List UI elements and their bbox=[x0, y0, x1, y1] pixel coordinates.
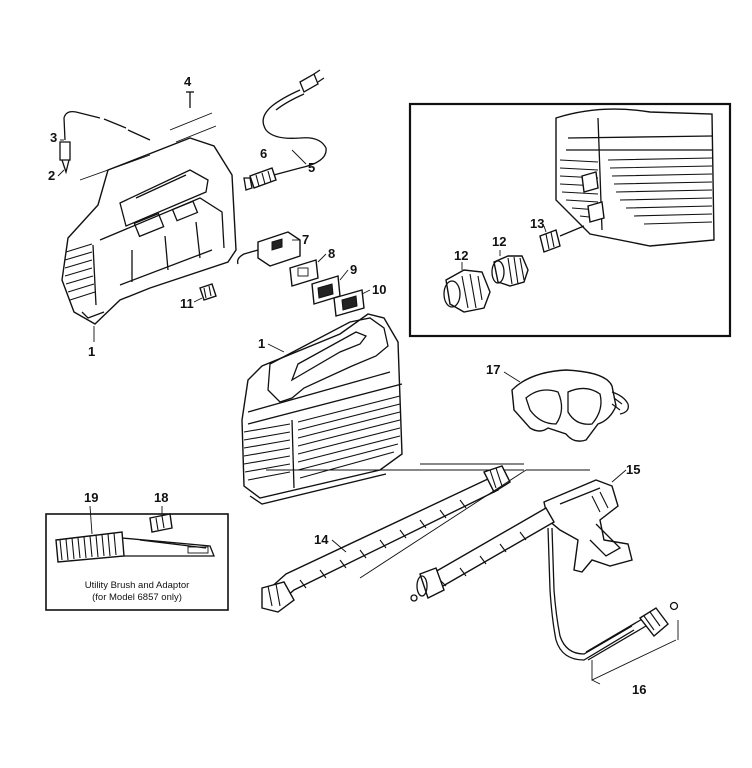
callout-10: 10 bbox=[372, 282, 386, 297]
callout-11: 11 bbox=[180, 296, 194, 311]
callout-6: 6 bbox=[260, 146, 267, 161]
strain-relief bbox=[243, 167, 277, 191]
callout-7: 7 bbox=[302, 232, 309, 247]
callout-5: 5 bbox=[308, 160, 315, 175]
high-pressure-hose-16 bbox=[585, 601, 679, 685]
switch-cover-9 bbox=[311, 275, 341, 305]
switch-part bbox=[236, 231, 301, 267]
utility-brush-inset: Utility Brush and Adaptor (for Model 685… bbox=[45, 513, 229, 611]
power-cord bbox=[255, 69, 327, 181]
screw-part bbox=[169, 91, 217, 143]
callout-13: 13 bbox=[530, 216, 544, 231]
inset-caption-line1: Utility Brush and Adaptor bbox=[85, 580, 190, 591]
spray-wand-14 bbox=[261, 463, 524, 613]
nut-part bbox=[199, 283, 217, 301]
callout-3: 3 bbox=[50, 130, 57, 145]
callout-1-center: 1 bbox=[258, 336, 265, 351]
callout-12-right: 12 bbox=[492, 234, 506, 249]
housing-rear-half bbox=[61, 137, 237, 325]
switch-plate-8 bbox=[289, 259, 319, 287]
spray-gun-15 bbox=[359, 469, 635, 661]
callout-1-top: 1 bbox=[88, 344, 95, 359]
callout-16: 16 bbox=[632, 682, 646, 697]
callout-8: 8 bbox=[328, 246, 335, 261]
callout-19: 19 bbox=[84, 490, 98, 505]
clip-assembly bbox=[59, 110, 151, 181]
callout-12-left: 12 bbox=[454, 248, 468, 263]
callout-17: 17 bbox=[486, 362, 500, 377]
callout-15: 15 bbox=[626, 462, 640, 477]
inset-caption-line2: (for Model 6857 only) bbox=[92, 592, 182, 603]
callout-2: 2 bbox=[48, 168, 55, 183]
inlet-inset-box bbox=[408, 102, 732, 338]
callout-9: 9 bbox=[350, 262, 357, 277]
callout-4: 4 bbox=[184, 74, 192, 89]
callout-14: 14 bbox=[314, 532, 329, 547]
safety-goggles bbox=[511, 369, 629, 442]
callout-18: 18 bbox=[154, 490, 168, 505]
label-plate-10 bbox=[333, 289, 365, 317]
pressure-washer-body bbox=[241, 313, 403, 505]
